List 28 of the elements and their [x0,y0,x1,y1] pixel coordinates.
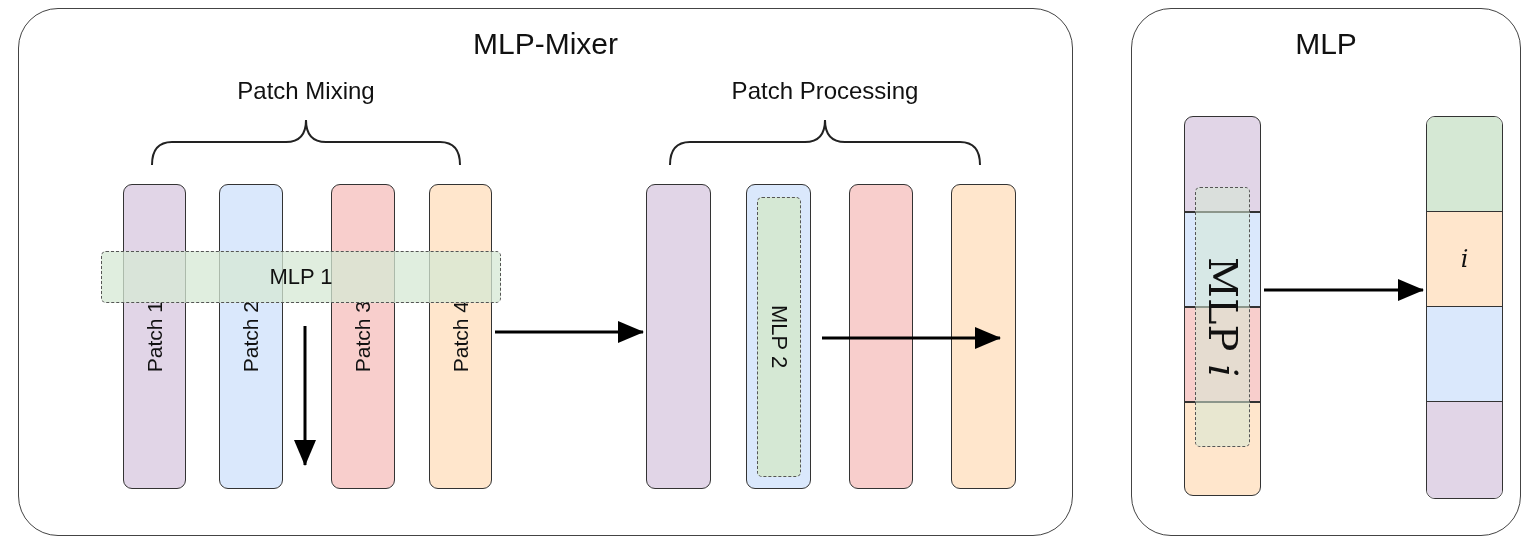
block-label: MLP i [1200,257,1245,377]
patch-bar [849,184,913,489]
vector-segment [1427,402,1502,498]
panel [18,8,1073,536]
group-label: Patch Processing [731,78,919,105]
vector-column [1184,116,1261,496]
vector-segment [1427,212,1502,307]
group-label: Patch Mixing [237,78,375,105]
panel-title: MLP-Mixer [473,27,618,60]
block-label: Patch 4 [448,300,473,373]
panel [1131,8,1521,536]
index-label: i [1460,245,1469,273]
block-label: Patch 1 [142,300,167,373]
vector-segment [1427,117,1502,212]
vector-segment [1427,307,1502,402]
vector-column [1426,116,1503,499]
patch-bar [951,184,1016,489]
patch-bar [646,184,711,489]
panel-title: MLP [1295,27,1357,60]
arrow [1264,279,1424,301]
patch-bar [746,184,811,489]
block-label: Patch 3 [351,300,375,373]
mlp-box [101,251,501,303]
mlp-box [1195,187,1250,447]
arrow [495,321,644,343]
block-label: MLP 2 [766,305,792,369]
block-label: MLP 1 [269,264,333,290]
mlp-box [757,197,801,477]
